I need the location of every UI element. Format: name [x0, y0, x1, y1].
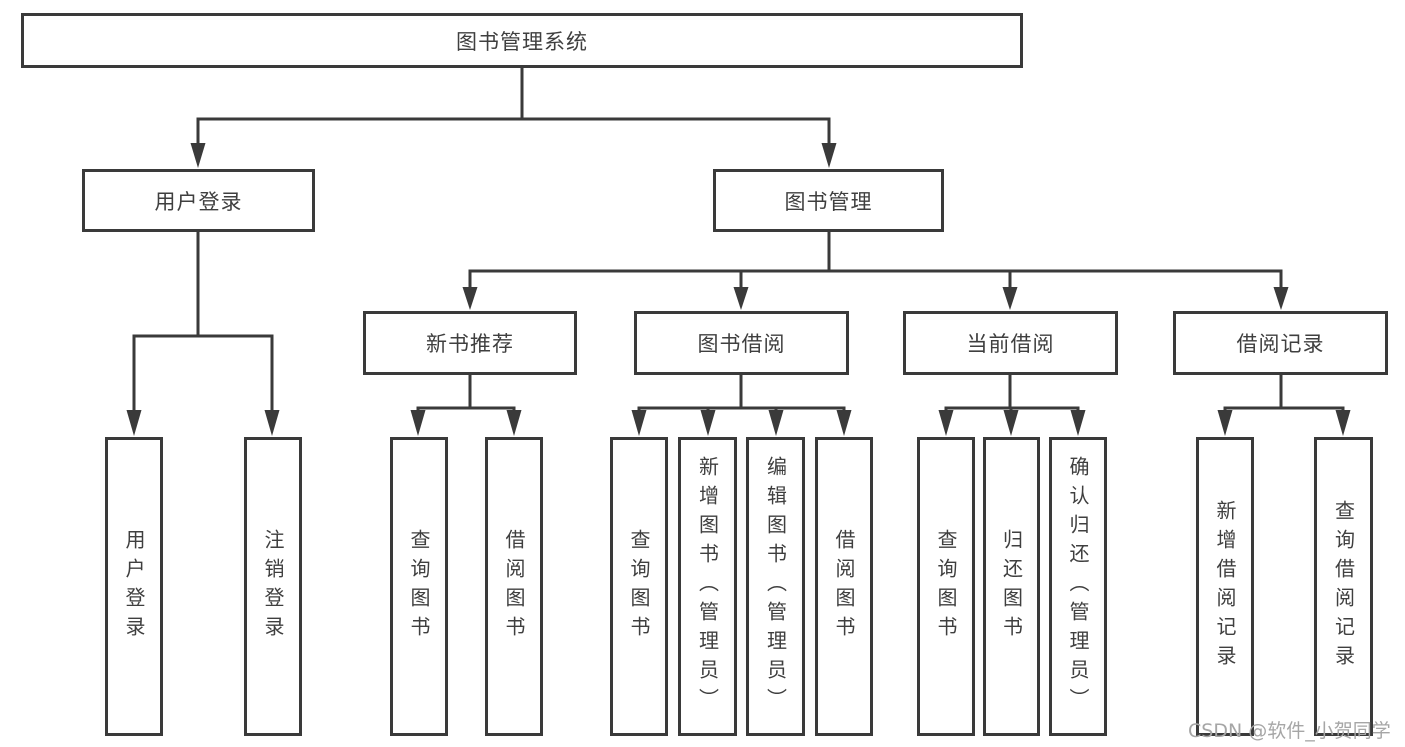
leaf-query-borrow-record-label: 查询借阅记录: [1331, 499, 1356, 674]
leaf-query-books-current-label: 查询图书: [934, 528, 958, 645]
node-book-management-label: 图书管理: [784, 189, 873, 214]
leaf-add-borrow-record-label: 新增借阅记录: [1213, 499, 1237, 674]
leaf-user-login: 用户登录: [105, 437, 163, 736]
leaf-add-books-admin: 新增图书（管理员）: [678, 437, 737, 736]
node-root: 图书管理系统: [21, 13, 1023, 68]
leaf-borrow-books-recommend-label: 借阅图书: [502, 528, 526, 645]
node-borrowing-records-label: 借阅记录: [1236, 332, 1325, 356]
leaf-add-borrow-record: 新增借阅记录: [1196, 437, 1254, 736]
node-current-borrowing: 当前借阅: [903, 311, 1118, 375]
node-borrowing-records: 借阅记录: [1173, 311, 1388, 375]
leaf-query-books-current: 查询图书: [917, 437, 975, 736]
leaf-borrow-books: 借阅图书: [815, 437, 873, 736]
node-book-borrowing-label: 图书借阅: [697, 332, 786, 356]
csdn-watermark: CSDN @软件_小贺同学: [1188, 720, 1391, 742]
node-current-borrowing-label: 当前借阅: [966, 332, 1055, 356]
leaf-edit-books-admin-label: 编辑图书（管理员）: [763, 456, 788, 717]
leaf-user-login-label: 用户登录: [122, 528, 146, 645]
leaf-return-books-label: 归还图书: [999, 528, 1024, 645]
leaf-query-books-recommend: 查询图书: [390, 437, 448, 736]
arrowhead-icons: [126, 143, 1351, 436]
leaf-logout-label: 注销登录: [261, 528, 285, 645]
node-book-borrowing: 图书借阅: [634, 311, 849, 375]
node-new-book-recommend: 新书推荐: [363, 311, 577, 375]
leaf-borrow-books-recommend: 借阅图书: [485, 437, 543, 736]
leaf-query-books-borrowing: 查询图书: [610, 437, 668, 736]
leaf-logout: 注销登录: [244, 437, 302, 736]
node-root-label: 图书管理系统: [456, 29, 588, 54]
node-book-management: 图书管理: [713, 169, 944, 232]
leaf-query-borrow-record: 查询借阅记录: [1314, 437, 1373, 736]
leaf-query-books-recommend-label: 查询图书: [407, 528, 431, 645]
leaf-add-books-admin-label: 新增图书（管理员）: [695, 456, 720, 717]
leaf-confirm-return-admin: 确认归还（管理员）: [1049, 437, 1107, 736]
node-user-login: 用户登录: [82, 169, 315, 232]
leaf-confirm-return-admin-label: 确认归还（管理员）: [1066, 456, 1090, 717]
leaf-query-books-borrowing-label: 查询图书: [627, 528, 651, 645]
node-new-book-recommend-label: 新书推荐: [426, 332, 514, 356]
leaf-edit-books-admin: 编辑图书（管理员）: [746, 437, 805, 736]
node-user-login-label: 用户登录: [154, 189, 243, 214]
leaf-return-books: 归还图书: [983, 437, 1040, 736]
leaf-borrow-books-label: 借阅图书: [832, 528, 856, 645]
